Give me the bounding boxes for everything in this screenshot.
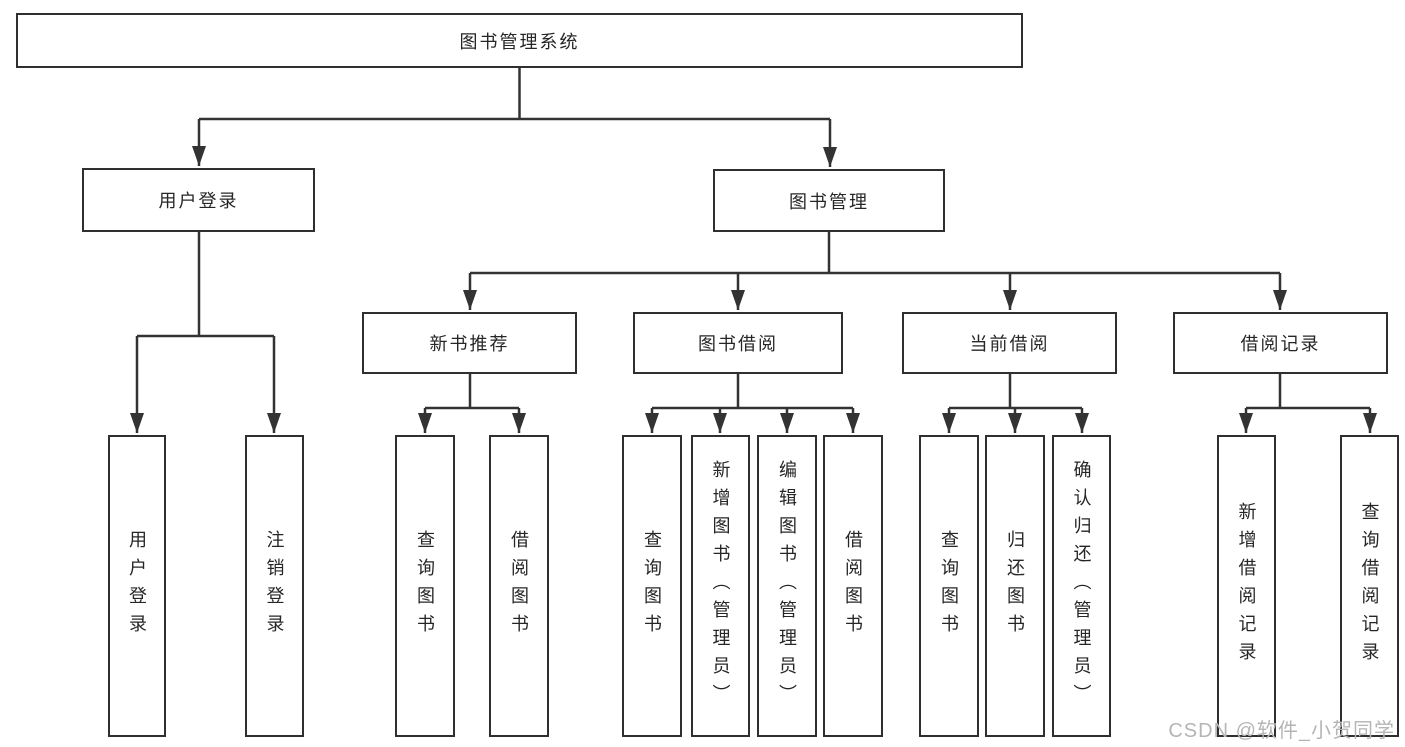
node-user-login-group: 用户登录 xyxy=(82,168,315,232)
node-borrow-record: 借阅记录 xyxy=(1173,312,1388,374)
leaf-borrow-book-2: 借阅图书 xyxy=(823,435,883,737)
leaf-confirm-return-admin: 确认归还（管理员） xyxy=(1052,435,1111,737)
leaf-add-book-admin: 新增图书（管理员） xyxy=(691,435,750,737)
leaf-edit-book-admin: 编辑图书（管理员） xyxy=(757,435,817,737)
watermark: CSDN @软件_小贺同学 xyxy=(1168,720,1395,742)
node-new-book-recommend: 新书推荐 xyxy=(362,312,577,374)
leaf-query-book-2: 查询图书 xyxy=(622,435,682,737)
leaf-query-book-1: 查询图书 xyxy=(395,435,455,737)
node-book-management: 图书管理 xyxy=(713,169,945,232)
leaf-return-book: 归还图书 xyxy=(985,435,1045,737)
leaf-query-borrow-record: 查询借阅记录 xyxy=(1340,435,1399,737)
node-library-management-system: 图书管理系统 xyxy=(16,13,1023,68)
node-current-borrow: 当前借阅 xyxy=(902,312,1117,374)
node-book-borrow: 图书借阅 xyxy=(633,312,843,374)
leaf-logout: 注销登录 xyxy=(245,435,304,737)
leaf-user-login: 用户登录 xyxy=(108,435,166,737)
leaf-add-borrow-record: 新增借阅记录 xyxy=(1217,435,1276,737)
leaf-query-book-3: 查询图书 xyxy=(919,435,979,737)
leaf-borrow-book-1: 借阅图书 xyxy=(489,435,549,737)
